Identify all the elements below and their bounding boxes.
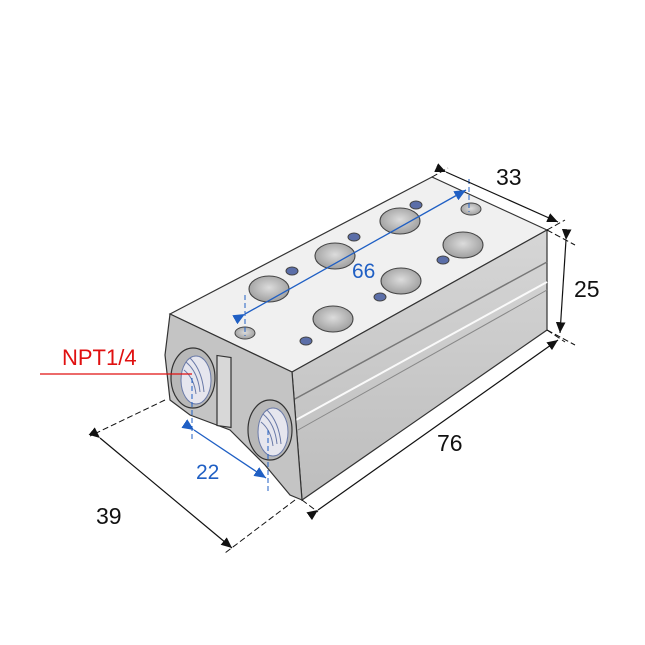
dim-width-label: 33 [496, 164, 522, 190]
dim-length-label: 76 [437, 430, 463, 456]
dim-depth-label: 39 [96, 503, 122, 529]
dim-height-label: 25 [574, 276, 600, 302]
slot [216, 354, 232, 429]
port-2 [247, 399, 293, 461]
dim-hole-spacing-label: 66 [352, 260, 376, 283]
port-1 [170, 347, 216, 409]
port-thread-label: NPT1/4 [62, 345, 137, 370]
dim-port-spacing-label: 22 [196, 461, 220, 484]
